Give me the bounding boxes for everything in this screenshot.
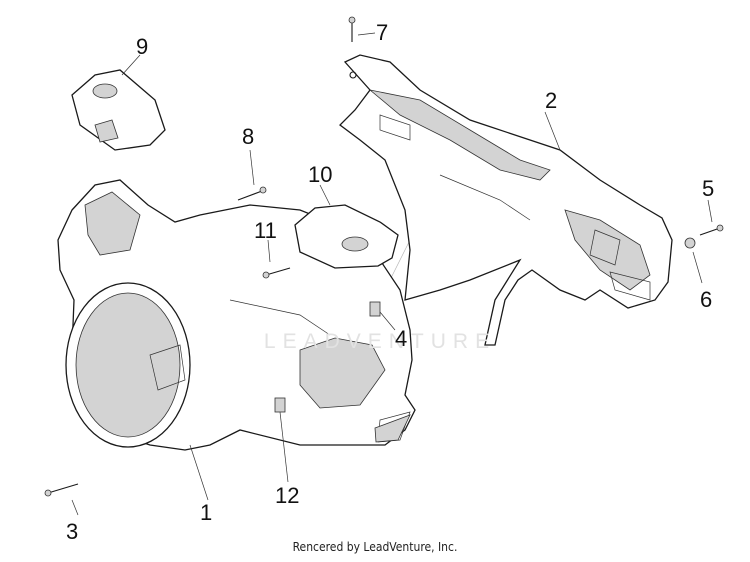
- callout-3: 3: [66, 519, 79, 544]
- callout-6: 6: [700, 287, 713, 312]
- cover-plate: [294, 204, 399, 269]
- screws: [44, 16, 724, 497]
- small-cap: [71, 69, 166, 151]
- callout-5: 5: [702, 176, 715, 201]
- callout-4: 4: [395, 326, 408, 351]
- callout-8: 8: [242, 124, 255, 149]
- rear-handlebar-cover: [339, 54, 673, 346]
- callout-9: 9: [136, 34, 149, 59]
- callout-7: 7: [376, 20, 389, 45]
- watermark-text: LEADVENTURE: [263, 330, 497, 353]
- callout-11: 11: [254, 218, 277, 243]
- callout-12: 12: [275, 483, 300, 508]
- leader-lines: [71, 32, 713, 516]
- callout-1: 1: [200, 500, 213, 525]
- callout-2: 2: [545, 88, 558, 113]
- render-credit: Rencered by LeadVenture, Inc.: [292, 540, 458, 554]
- callout-10: 10: [308, 162, 333, 187]
